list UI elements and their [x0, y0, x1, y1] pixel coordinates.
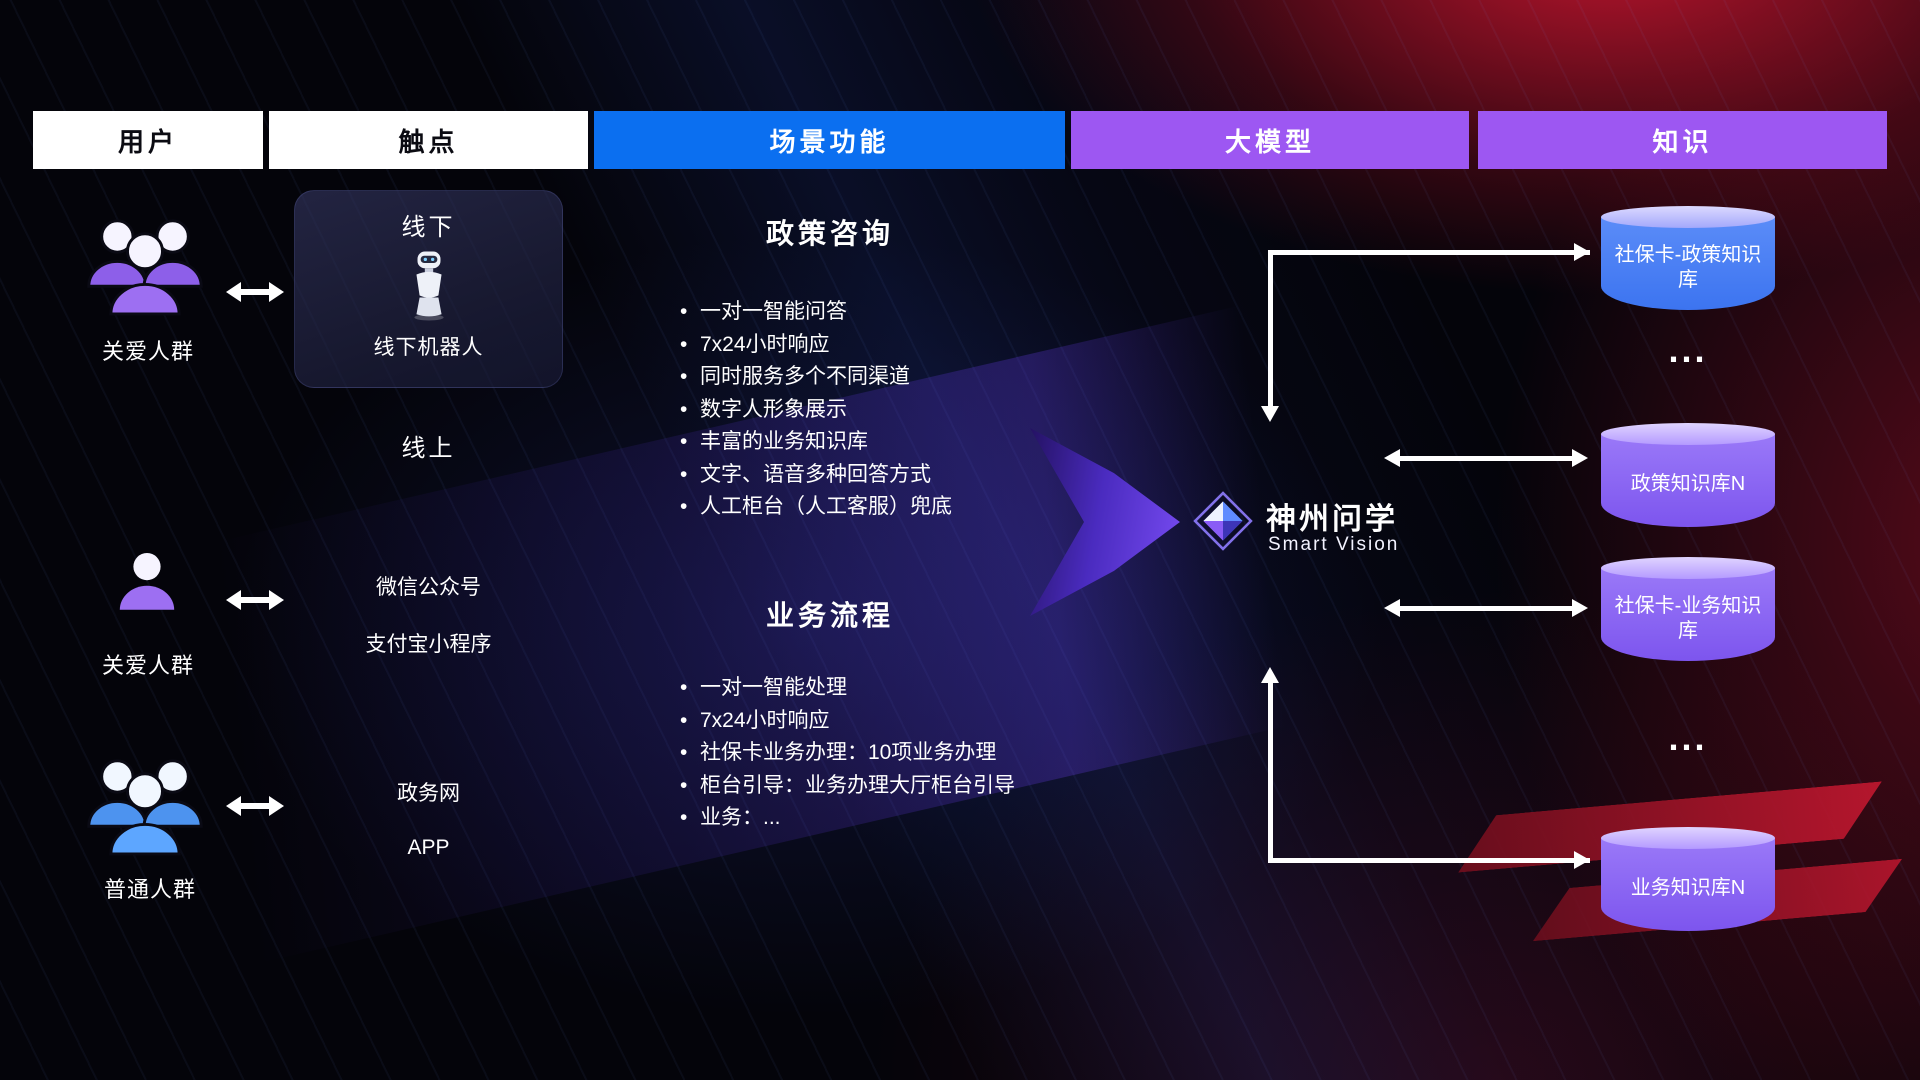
user-group-label: 普通人群: [103, 877, 196, 902]
column-header-users: 用户: [33, 111, 263, 169]
people-group-blue-icon: [86, 756, 204, 861]
user-group-label: 关爱人群: [101, 339, 194, 364]
scene-policy-bullets: 一对一智能问答 7x24小时响应 同时服务多个不同渠道 数字人形象展示 丰富的业…: [678, 296, 1060, 524]
cylinder-top: [1601, 423, 1775, 445]
cylinder-top: [1601, 827, 1775, 849]
robot-icon: [406, 248, 452, 327]
kb-cylinder-business-n: 业务知识库N: [1601, 827, 1775, 931]
brand-name: 神州问学: [1266, 503, 1398, 536]
kb-cylinder-policy-n: 政策知识库N: [1601, 423, 1775, 527]
scene-section-policy: 政策咨询 一对一智能问答 7x24小时响应 同时服务多个不同渠道 数字人形象展示…: [600, 212, 1060, 524]
touchpoint-app: APP: [407, 836, 450, 859]
bullet-item: 柜台引导：业务办理大厅柜台引导: [678, 770, 1060, 803]
arrowhead-up: [1261, 667, 1279, 683]
kb-label: 社保卡-业务知识库: [1614, 594, 1762, 642]
touchpoint-gov-web: 政务网: [397, 782, 460, 805]
arrow-segment: [1268, 250, 1273, 408]
column-header-scenes-label: 场景功能: [769, 126, 890, 157]
arrowhead-right: [1572, 449, 1588, 467]
arrow-bar: [237, 803, 273, 809]
arrow-segment: [1268, 250, 1590, 255]
person-purple-icon: [115, 552, 179, 615]
arrowhead-left: [1384, 599, 1400, 617]
arrowhead-left: [1384, 449, 1400, 467]
bullet-item: 社保卡业务办理：10项业务办理: [678, 737, 1060, 770]
bullet-item: 文字、语音多种回答方式: [678, 459, 1060, 492]
bullet-item: 7x24小时响应: [678, 705, 1060, 738]
kb-cylinder-policy-social: 社保卡-政策知识库: [1601, 206, 1775, 310]
kb-ellipsis: ...: [1668, 717, 1708, 758]
arrow-segment: [1268, 858, 1590, 863]
brand-subtitle: Smart Vision: [1268, 534, 1400, 555]
cylinder-top: [1601, 557, 1775, 579]
arrow-segment: [1400, 606, 1572, 611]
user-group-label: 关爱人群: [101, 653, 194, 678]
column-header-touchpoints-label: 触点: [398, 126, 459, 157]
people-group-purple-icon: [86, 216, 204, 321]
bullet-item: 人工柜台（人工客服）兜底: [678, 491, 1060, 524]
column-header-touchpoints: 触点: [269, 111, 588, 169]
touchpoint-alipay: 支付宝小程序: [365, 633, 492, 656]
cylinder-body: 社保卡-业务知识库: [1601, 568, 1775, 661]
bullet-item: 业务：...: [678, 802, 1060, 835]
bullet-item: 数字人形象展示: [678, 394, 1060, 427]
scene-policy-title: 政策咨询: [765, 218, 894, 249]
bidirectional-arrow: [226, 796, 284, 816]
scene-business-title: 业务流程: [765, 600, 894, 631]
kb-label: 政策知识库N: [1630, 473, 1746, 495]
touchpoint-wechat: 微信公众号: [376, 576, 481, 599]
cylinder-body: 社保卡-政策知识库: [1601, 217, 1775, 310]
column-header-scenes: 场景功能: [594, 111, 1065, 169]
kb-ellipsis: ...: [1668, 329, 1708, 370]
arrowhead-down: [1261, 406, 1279, 422]
arrow-segment: [1400, 456, 1572, 461]
kb-cylinder-business-social: 社保卡-业务知识库: [1601, 557, 1775, 661]
column-header-model-label: 大模型: [1224, 126, 1315, 157]
arrow-segment: [1268, 683, 1273, 863]
cylinder-body: 政策知识库N: [1601, 434, 1775, 527]
column-header-knowledge-label: 知识: [1652, 126, 1713, 157]
cylinder-body: 业务知识库N: [1601, 838, 1775, 931]
arrow-bar: [237, 597, 273, 603]
bullet-item: 同时服务多个不同渠道: [678, 361, 1060, 394]
arrowhead-right: [1574, 851, 1590, 869]
diamond-logo-icon: [1192, 490, 1254, 557]
column-header-knowledge: 知识: [1478, 111, 1887, 169]
offline-title: 线下: [401, 214, 456, 241]
bullet-item: 一对一智能处理: [678, 672, 1060, 705]
bullet-item: 一对一智能问答: [678, 296, 1060, 329]
offline-touchpoint-card: 线下 线下机器人: [294, 190, 563, 388]
arrow-bar: [237, 289, 273, 295]
bidirectional-arrow: [226, 282, 284, 302]
bullet-item: 丰富的业务知识库: [678, 426, 1060, 459]
arrowhead-right: [1572, 599, 1588, 617]
kb-label: 社保卡-政策知识库: [1614, 243, 1762, 291]
kb-label: 业务知识库N: [1630, 877, 1746, 899]
scene-business-bullets: 一对一智能处理 7x24小时响应 社保卡业务办理：10项业务办理 柜台引导：业务…: [678, 672, 1060, 835]
arrowhead-right: [1574, 243, 1590, 261]
cylinder-top: [1601, 206, 1775, 228]
bullet-item: 7x24小时响应: [678, 329, 1060, 362]
scene-section-business: 业务流程 一对一智能处理 7x24小时响应 社保卡业务办理：10项业务办理 柜台…: [600, 594, 1060, 835]
bidirectional-arrow: [226, 590, 284, 610]
offline-robot-label: 线下机器人: [373, 336, 484, 359]
column-header-users-label: 用户: [117, 126, 178, 157]
column-header-model: 大模型: [1071, 111, 1469, 169]
online-title: 线上: [401, 435, 456, 462]
